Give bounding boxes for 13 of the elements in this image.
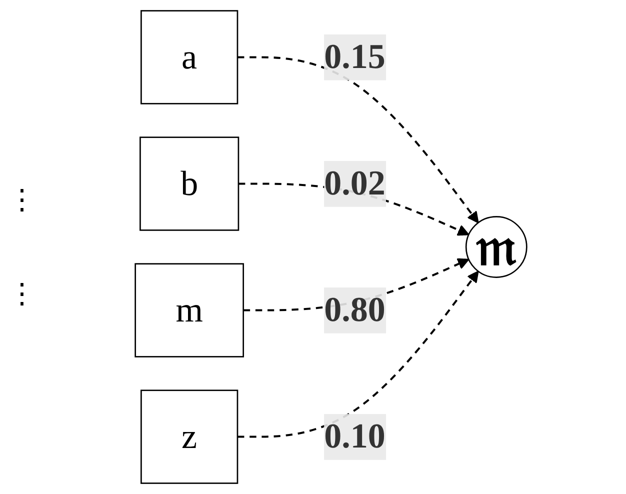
vertical-ellipsis: ⋮ bbox=[8, 184, 36, 217]
edge-label: 0.10 bbox=[324, 416, 386, 456]
edge-label: 0.15 bbox=[324, 37, 386, 76]
edge-label: 0.80 bbox=[324, 290, 386, 330]
node-box: b bbox=[140, 136, 240, 231]
edge-label: 0.02 bbox=[324, 164, 386, 203]
node-box: m bbox=[134, 263, 244, 358]
node-box: z bbox=[140, 390, 238, 484]
vertical-ellipsis: ⋮ bbox=[8, 278, 36, 311]
node-box: a bbox=[140, 10, 238, 104]
arrow bbox=[237, 56, 479, 224]
arrow bbox=[237, 270, 479, 438]
node-circle: 𝔪 bbox=[465, 216, 528, 278]
